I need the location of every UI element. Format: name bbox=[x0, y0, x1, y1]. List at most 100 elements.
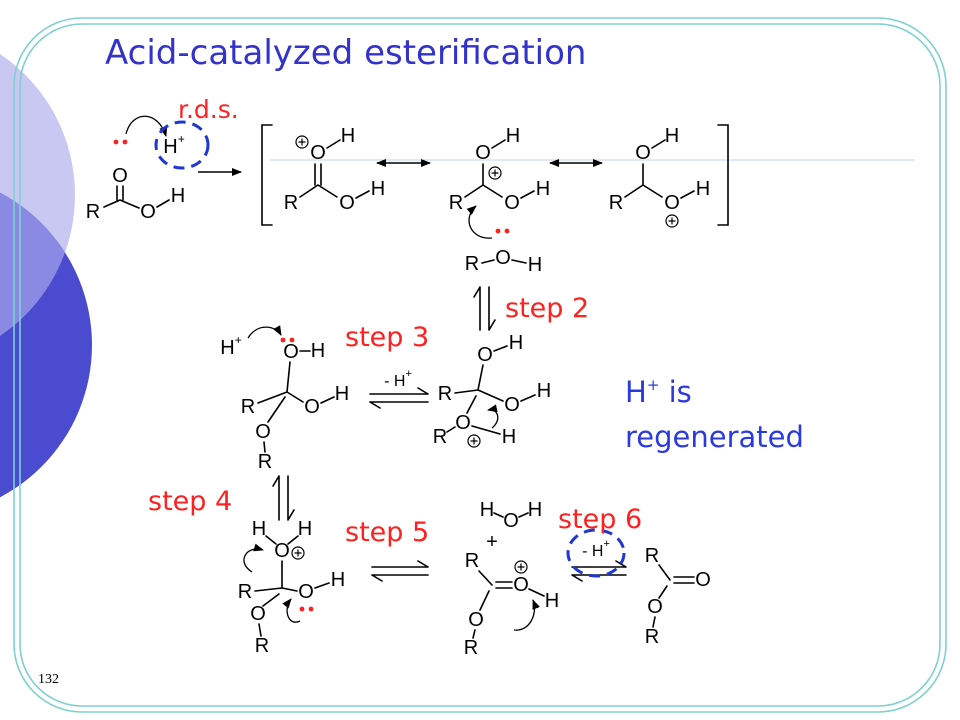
step-5-label: step 5 bbox=[345, 517, 429, 548]
atom-hydrogen: H bbox=[545, 590, 559, 612]
protonated-tetrahedral-bonds bbox=[446, 345, 536, 435]
positive-charge-icon bbox=[665, 214, 679, 228]
atom-r-group: R bbox=[438, 383, 452, 405]
atom-r-group: R bbox=[241, 396, 255, 418]
proton-charge: + bbox=[178, 132, 185, 146]
atom-oxygen: O bbox=[504, 192, 520, 214]
curved-arrow bbox=[125, 115, 168, 137]
frame-outer bbox=[13, 17, 947, 713]
atom-hydrogen: H bbox=[480, 499, 494, 521]
atom-oxygen: O bbox=[475, 142, 491, 164]
lone-pair-dots bbox=[495, 228, 510, 234]
atom-hydrogen: H bbox=[502, 426, 516, 448]
step-6-label: step 6 bbox=[558, 504, 642, 535]
protonated-hydroxyl-intermediate: H O H R O H O R bbox=[238, 518, 345, 657]
note-ion-charge: + bbox=[647, 376, 660, 394]
atom-oxygen: O bbox=[477, 344, 493, 366]
atom-r-group: R bbox=[465, 550, 479, 572]
proton-charge: + bbox=[235, 333, 242, 347]
atom-r-group: R bbox=[645, 626, 659, 648]
atom-oxygen: O bbox=[495, 247, 511, 269]
protonated-hydroxyl-bonds bbox=[254, 535, 330, 637]
atom-oxygen: O bbox=[647, 596, 663, 618]
step3-arrow-text: - H bbox=[384, 373, 405, 390]
atom-oxygen: O bbox=[274, 540, 290, 562]
lone-pair-dots bbox=[299, 606, 314, 612]
protonated-ester-bonds bbox=[472, 570, 545, 639]
atom-hydrogen: H bbox=[537, 380, 551, 402]
equilibrium-arrows-step3 bbox=[369, 387, 429, 409]
atom-r-group: R bbox=[449, 192, 463, 214]
alcohol: O R H bbox=[465, 205, 542, 276]
atom-hydrogen: H bbox=[528, 499, 542, 521]
atom-r-group: R bbox=[433, 426, 447, 448]
curved-arrow bbox=[487, 404, 499, 429]
resonance-structure-3: O H R O H bbox=[609, 125, 710, 228]
curved-arrow bbox=[466, 205, 493, 239]
atom-oxygen: O bbox=[468, 609, 484, 631]
proton-symbol: H bbox=[220, 337, 234, 359]
atom-oxygen: O bbox=[664, 192, 680, 214]
atom-r-group: R bbox=[255, 635, 269, 657]
atom-hydrogen: H bbox=[536, 178, 550, 200]
alcohol-bonds bbox=[481, 259, 527, 264]
highlight-ring bbox=[566, 528, 626, 578]
atom-r-group: R bbox=[465, 253, 479, 275]
page-number: 132 bbox=[38, 672, 59, 687]
protonated-ester: R O H O R bbox=[464, 550, 559, 659]
atom-hydrogen: H bbox=[252, 518, 266, 540]
atom-hydrogen: H bbox=[171, 185, 185, 207]
atom-r-group: R bbox=[464, 637, 478, 659]
atom-hydrogen: H bbox=[298, 518, 312, 540]
atom-oxygen: O bbox=[310, 142, 326, 164]
equilibrium-arrows-step4 bbox=[272, 475, 295, 521]
resonance-1-bonds bbox=[299, 139, 370, 199]
step6-arrow-text: - H bbox=[582, 543, 603, 560]
atom-oxygen: O bbox=[283, 341, 299, 363]
atom-oxygen: O bbox=[140, 201, 156, 223]
lone-pair-dots bbox=[113, 139, 128, 145]
step-3-label: step 3 bbox=[345, 322, 429, 353]
resonance-structure-2: O H R O H bbox=[449, 125, 550, 214]
atom-r-group: R bbox=[258, 451, 272, 473]
ester: R O O R bbox=[645, 545, 711, 648]
atom-hydrogen: H bbox=[509, 332, 523, 354]
note-verb: is bbox=[659, 375, 691, 409]
tetrahedral-intermediate-bonds bbox=[257, 350, 335, 453]
positive-charge-icon bbox=[514, 560, 528, 574]
protonated-tetrahedral-intermediate: O H R O H O R H bbox=[433, 332, 551, 448]
atom-oxygen: O bbox=[513, 574, 529, 596]
proton-label: H+ bbox=[163, 132, 184, 158]
step6-arrow-label: - H+ bbox=[582, 538, 610, 560]
water: H O H bbox=[480, 499, 542, 532]
slide-frame bbox=[13, 17, 947, 713]
equilibrium-arrows-step5 bbox=[371, 560, 429, 582]
atom-oxygen: O bbox=[112, 165, 128, 187]
atom-hydrogen: H bbox=[371, 178, 385, 200]
atom-r-group: R bbox=[238, 581, 252, 603]
slide-title: Acid-catalyzed esterification bbox=[105, 33, 586, 73]
atom-hydrogen: H bbox=[341, 125, 355, 147]
proton-symbol: H bbox=[163, 136, 177, 158]
regeneration-note-line2: regenerated bbox=[625, 420, 804, 454]
atom-oxygen: O bbox=[339, 192, 355, 214]
curved-arrow bbox=[247, 325, 282, 339]
water-bonds bbox=[493, 512, 529, 518]
atom-hydrogen: H bbox=[696, 178, 710, 200]
positive-charge-icon bbox=[488, 166, 502, 180]
frame-inner bbox=[19, 23, 941, 707]
atom-r-group: R bbox=[86, 201, 100, 223]
lone-pair-dots bbox=[280, 337, 295, 343]
atom-oxygen: O bbox=[695, 569, 711, 591]
tetrahedral-intermediate: O H R O H O R H+ bbox=[220, 325, 349, 473]
atom-oxygen: O bbox=[635, 142, 651, 164]
atom-hydrogen: H bbox=[311, 340, 325, 362]
bracket-left bbox=[261, 124, 273, 226]
atom-oxygen: O bbox=[504, 394, 520, 416]
highlight-ring bbox=[154, 120, 210, 170]
carboxylic-acid: O R O H bbox=[86, 115, 185, 223]
positive-charge-icon bbox=[295, 135, 309, 149]
atom-hydrogen: H bbox=[528, 254, 542, 276]
step3-arrow-label: - H+ bbox=[384, 368, 412, 390]
